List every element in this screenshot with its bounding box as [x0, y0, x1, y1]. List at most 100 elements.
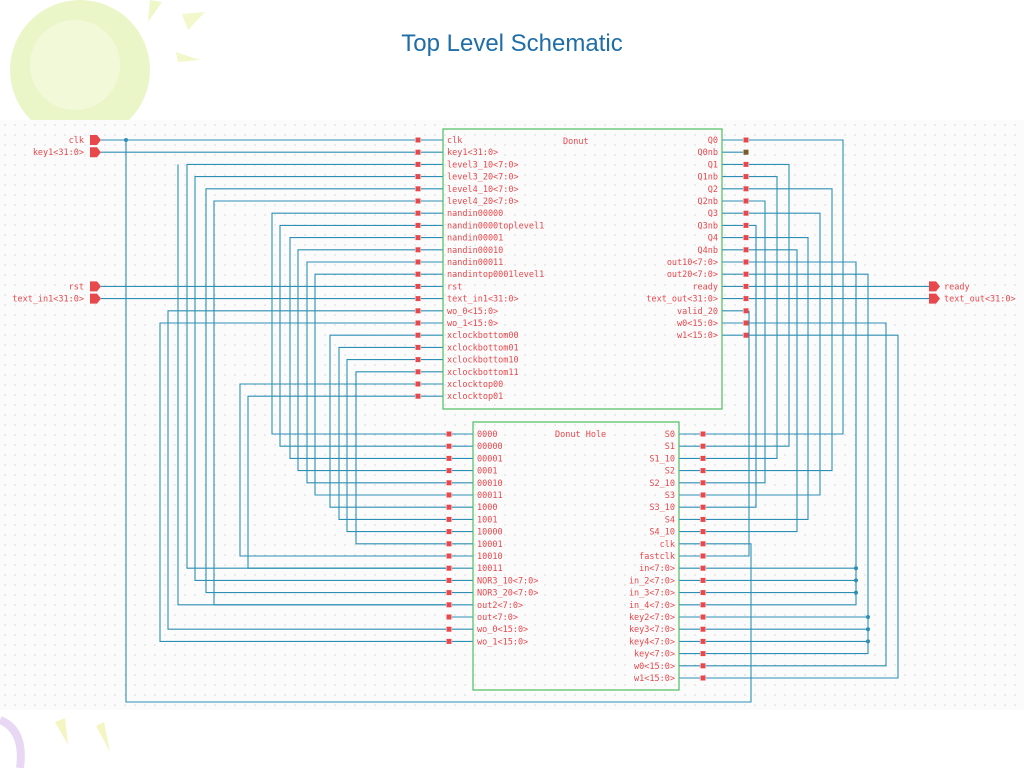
donut-pin-out-q2nb[interactable]	[743, 198, 749, 204]
output-port-text-out-31-0[interactable]	[929, 293, 940, 304]
donut-pin-in-level3-20-7-0[interactable]	[415, 174, 421, 180]
donut-pin-in-xclockbottom11[interactable]	[415, 369, 421, 375]
hole-pin-out-in-3-7-0[interactable]	[700, 590, 706, 596]
input-port-rst[interactable]	[90, 281, 101, 292]
donut-pin-in-rst[interactable]	[415, 283, 421, 289]
hole-pin-in-wo-0-15-0[interactable]	[446, 626, 452, 632]
hole-pin-out-key-7-0[interactable]	[700, 651, 706, 657]
input-port-clk[interactable]	[90, 135, 101, 145]
nand-net	[338, 346, 446, 520]
donut-pin-in-nandintop0001level1[interactable]	[415, 271, 421, 277]
hole-pin-out-w0-15-0[interactable]	[700, 663, 706, 669]
donut-pin-out-q4[interactable]	[743, 235, 749, 241]
donut-pin-out-q4nb[interactable]	[743, 247, 749, 253]
hole-pin-out-in-7-0[interactable]	[700, 565, 706, 571]
hole-pin-label: key<7:0>	[634, 650, 675, 660]
donut-pin-out-q1[interactable]	[743, 161, 749, 167]
nand-net	[247, 395, 446, 569]
donut-pin-in-clk[interactable]	[415, 137, 421, 143]
out2-net	[177, 164, 446, 606]
donut-pin-label: text_out<31:0>	[646, 295, 718, 305]
hole-pin-label: fastclk	[639, 552, 675, 562]
donut-pin-in-xclocktop00[interactable]	[415, 381, 421, 387]
hole-pin-in-10010[interactable]	[446, 553, 452, 559]
hole-pin-in-nor3-10-7-0[interactable]	[446, 577, 452, 583]
hole-pin-in-nor3-20-7-0[interactable]	[446, 590, 452, 596]
donut-pin-out-q1nb[interactable]	[743, 174, 749, 180]
hole-pin-in-out2-7-0[interactable]	[446, 602, 452, 608]
donut-pin-in-xclockbottom01[interactable]	[415, 344, 421, 350]
hole-pin-out-s2-10[interactable]	[700, 480, 706, 486]
hole-pin-out-s4[interactable]	[700, 516, 706, 522]
donut-pin-in-nandin00011[interactable]	[415, 259, 421, 265]
hole-pin-out-s4-10[interactable]	[700, 529, 706, 535]
hole-pin-in-10000[interactable]	[446, 529, 452, 535]
donut-hole-block[interactable]	[472, 421, 680, 691]
donut-pin-out-valid-20[interactable]	[743, 308, 749, 314]
donut-pin-in-nandin0000toplevel1[interactable]	[415, 222, 421, 228]
hole-pin-out-in-2-7-0[interactable]	[700, 577, 706, 583]
hole-pin-out-key3-7-0[interactable]	[700, 626, 706, 632]
donut-block[interactable]	[442, 128, 723, 410]
hole-pin-in-00001[interactable]	[446, 455, 452, 461]
donut-pin-out-text-out-31-0[interactable]	[743, 296, 749, 302]
hole-pin-in-wo-1-15-0[interactable]	[446, 638, 452, 644]
hole-pin-out-key4-7-0[interactable]	[700, 638, 706, 644]
donut-pin-in-nandin00010[interactable]	[415, 247, 421, 253]
donut-pin-in-text-in1-31-0[interactable]	[415, 296, 421, 302]
donut-pin-in-xclockbottom10[interactable]	[415, 357, 421, 363]
hole-pin-in-out-7-0[interactable]	[446, 614, 452, 620]
hole-pin-out-s1-10[interactable]	[700, 455, 706, 461]
hole-pin-out-s1[interactable]	[700, 443, 706, 449]
hole-pin-out-s3-10[interactable]	[700, 504, 706, 510]
hole-pin-out-w1-15-0[interactable]	[700, 675, 706, 681]
hole-pin-out-fastclk[interactable]	[700, 553, 706, 559]
input-port-key1-31-0[interactable]	[90, 147, 101, 158]
donut-pin-in-key1-31-0[interactable]	[415, 149, 421, 155]
hole-pin-out-clk[interactable]	[700, 541, 706, 547]
donut-pin-out-q3nb[interactable]	[743, 222, 749, 228]
hole-pin-in-0001[interactable]	[446, 468, 452, 474]
hole-pin-in-1001[interactable]	[446, 516, 452, 522]
donut-pin-in-level4-10-7-0[interactable]	[415, 186, 421, 192]
donut-pin-out-q2[interactable]	[743, 186, 749, 192]
donut-pin-out-w0-15-0[interactable]	[743, 320, 749, 326]
donut-pin-out-q0[interactable]	[743, 137, 749, 143]
q-net	[706, 139, 844, 435]
donut-pin-in-nandin00000[interactable]	[415, 210, 421, 216]
hole-pin-in-00010[interactable]	[446, 480, 452, 486]
hole-pin-label: wo_1<15:0>	[477, 637, 528, 647]
donut-pin-out-q0nb[interactable]	[743, 149, 749, 155]
hole-pin-in-10011[interactable]	[446, 565, 452, 571]
donut-pin-in-xclockbottom00[interactable]	[415, 332, 421, 338]
donut-pin-out-ready[interactable]	[743, 283, 749, 289]
hole-pin-label: in<7:0>	[639, 564, 675, 574]
input-port-text-in1-31-0[interactable]	[90, 293, 101, 304]
hole-pin-out-key2-7-0[interactable]	[700, 614, 706, 620]
hole-pin-in-10001[interactable]	[446, 541, 452, 547]
hole-pin-in-1000[interactable]	[446, 504, 452, 510]
donut-pin-in-wo-1-15-0[interactable]	[415, 320, 421, 326]
donut-pin-out-q3[interactable]	[743, 210, 749, 216]
input-port-label: key1<31:0>	[33, 148, 84, 158]
nand-net	[271, 212, 446, 435]
donut-pin-in-level4-20-7-0[interactable]	[415, 198, 421, 204]
hole-pin-in-0000[interactable]	[446, 431, 452, 437]
donut-pin-out-w1-15-0[interactable]	[743, 332, 749, 338]
donut-pin-label: rst	[447, 282, 462, 292]
hole-pin-out-s2[interactable]	[700, 468, 706, 474]
hole-pin-out-s3[interactable]	[700, 492, 706, 498]
donut-pin-in-wo-0-15-0[interactable]	[415, 308, 421, 314]
donut-pin-out-out20-7-0[interactable]	[743, 271, 749, 277]
donut-pin-in-nandin00001[interactable]	[415, 235, 421, 241]
donut-pin-out-out10-7-0[interactable]	[743, 259, 749, 265]
output-port-ready[interactable]	[929, 281, 940, 292]
hole-pin-in-00011[interactable]	[446, 492, 452, 498]
hole-pin-out-in-4-7-0[interactable]	[700, 602, 706, 608]
donut-pin-in-xclocktop01[interactable]	[415, 393, 421, 399]
q-net	[706, 212, 821, 496]
hole-pin-out-s0[interactable]	[700, 431, 706, 437]
donut-pin-in-level3-10-7-0[interactable]	[415, 161, 421, 167]
hole-pin-label: S4	[665, 515, 675, 525]
hole-pin-in-00000[interactable]	[446, 443, 452, 449]
